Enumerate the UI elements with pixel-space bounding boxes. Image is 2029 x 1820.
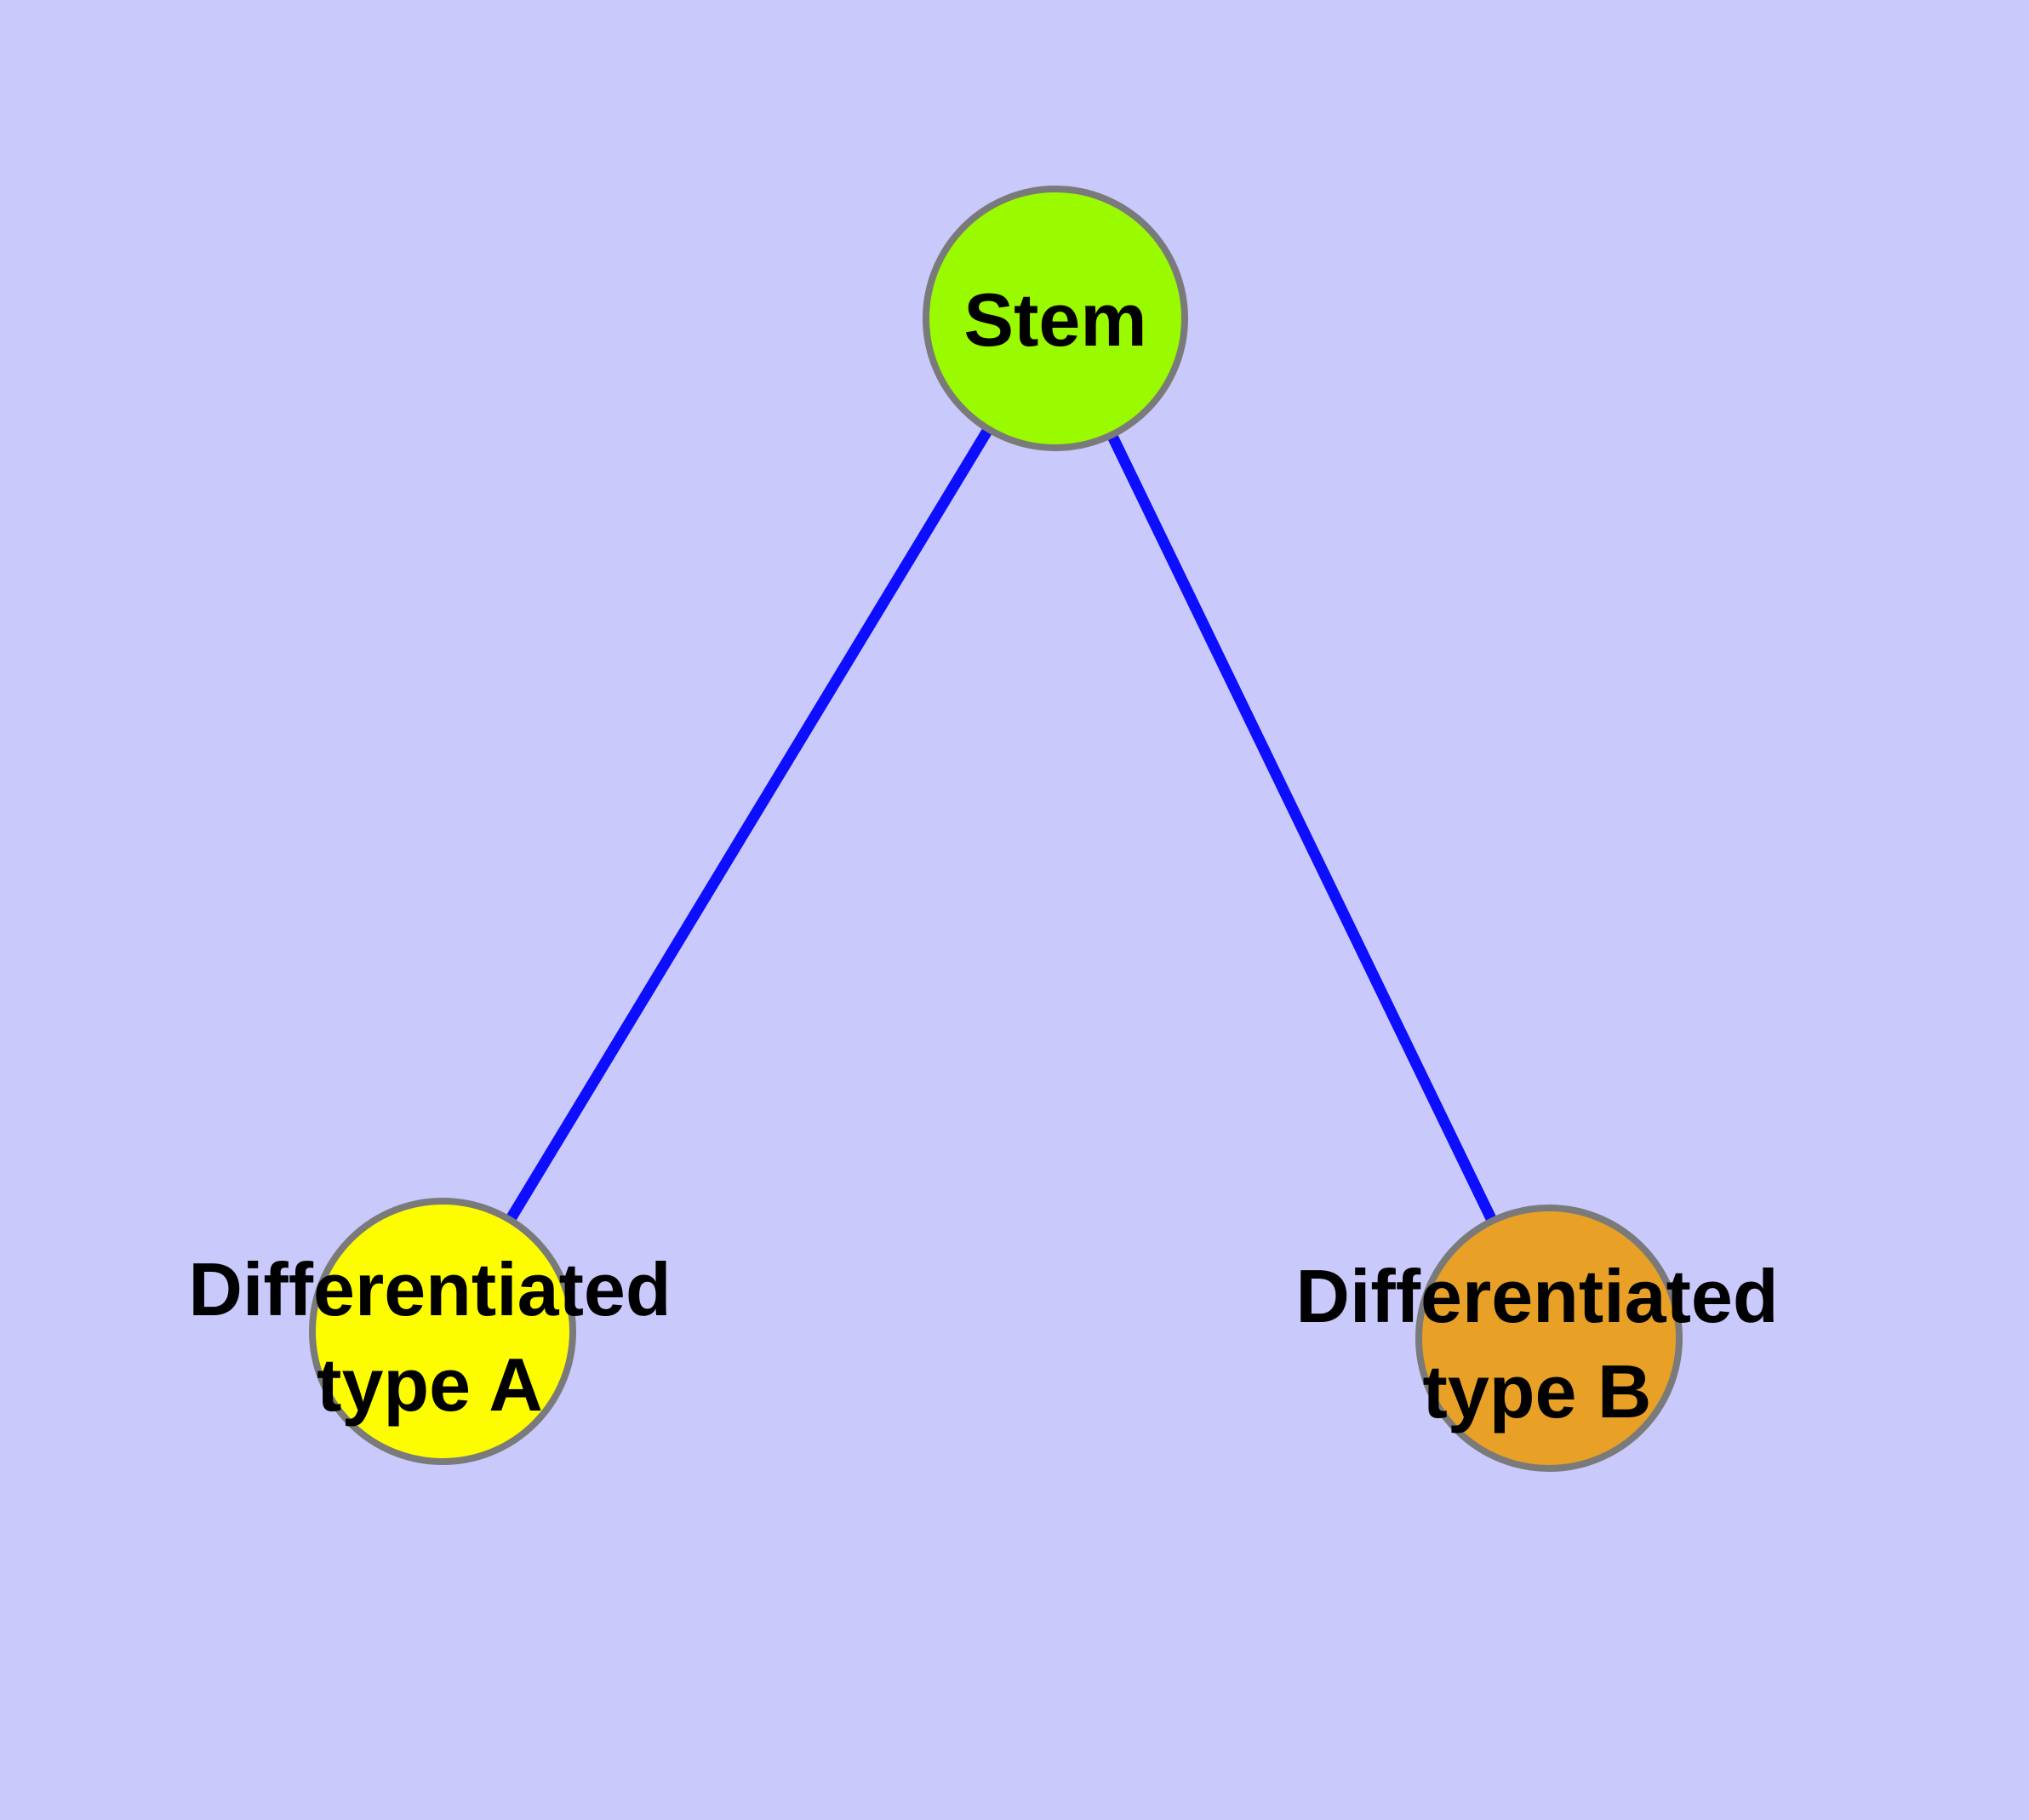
edge-stem-to-type-b	[1050, 316, 1554, 1341]
node-differentiated-type-a-label-line1: Differentiated	[188, 1247, 671, 1331]
node-differentiated-type-b-label-line2: type B	[1423, 1349, 1652, 1434]
node-differentiated-type-b-label-line1: Differentiated	[1295, 1254, 1778, 1338]
node-stem	[923, 186, 1188, 451]
node-differentiated-type-a	[309, 1198, 576, 1465]
node-differentiated-type-a-label-line2: type A	[317, 1342, 543, 1427]
edge-stem-to-type-a	[437, 315, 1060, 1335]
node-differentiated-type-b	[1415, 1205, 1683, 1472]
node-stem-label: Stem	[963, 278, 1146, 362]
